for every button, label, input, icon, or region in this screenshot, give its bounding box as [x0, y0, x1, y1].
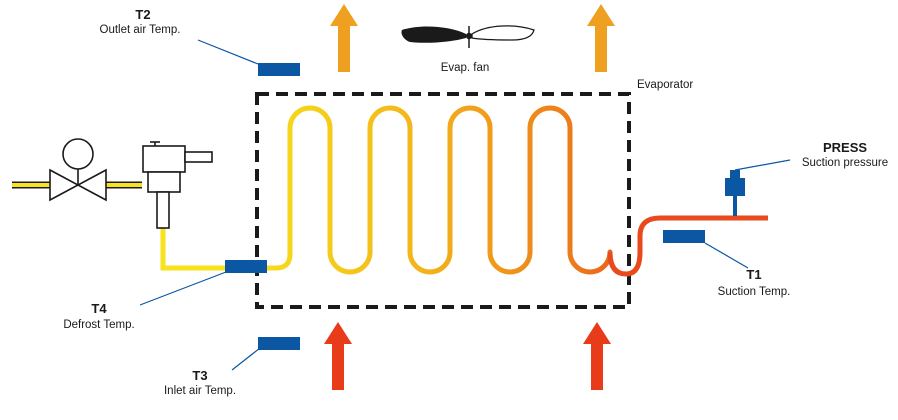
t4-sensor — [225, 260, 267, 273]
press-description: Suction pressure — [801, 157, 889, 169]
pressure-sensor-icon — [725, 170, 745, 216]
t1-label: T1 — [746, 267, 762, 282]
evaporator-boundary — [255, 92, 631, 309]
inlet-air-arrow-left — [324, 322, 352, 390]
t3-label: T3 — [192, 368, 208, 383]
t1-sensor — [663, 230, 705, 243]
fan-icon — [401, 25, 535, 48]
leader-lines — [139, 39, 791, 371]
evaporator-label: Evaporator — [637, 79, 694, 91]
t4-description: Defrost Temp. — [63, 319, 135, 331]
t2-label: T2 — [135, 7, 151, 22]
t4-label: T4 — [91, 301, 107, 316]
t3-sensor — [258, 337, 300, 350]
liquid-line — [160, 228, 232, 271]
outlet-air-arrow-left — [330, 4, 358, 72]
expansion-valve-icon — [142, 141, 213, 229]
suction-line — [607, 215, 768, 277]
press-label: PRESS — [822, 140, 868, 155]
fan-label: Evap. fan — [440, 62, 490, 74]
outlet-air-arrow-right — [587, 4, 615, 72]
shutoff-valve-icon — [49, 138, 107, 202]
t3-description: Inlet air Temp. — [163, 385, 237, 397]
t2-description: Outlet air Temp. — [99, 24, 181, 36]
inlet-air-arrow-right — [583, 322, 611, 390]
evaporator-coil — [229, 105, 613, 275]
t1-description: Suction Temp. — [717, 286, 791, 298]
t2-sensor — [258, 63, 300, 76]
